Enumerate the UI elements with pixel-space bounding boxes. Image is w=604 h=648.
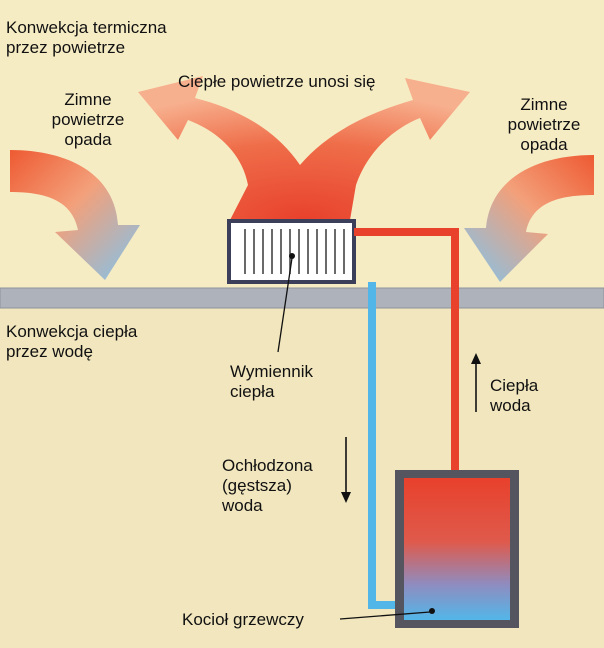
cooled-water-line-3: woda [222,496,263,515]
warm-water-up-arrow [471,353,481,412]
exchanger-pointer-line [277,257,293,353]
heat-exchanger-dot [289,253,295,259]
cold-air-right-line-2: powietrze [507,115,581,134]
heat-exchanger-fins [244,229,345,274]
cold-air-left-label: Zimne powietrze opada [28,90,148,150]
air-convection-label: Konwekcja termiczna przez powietrze [6,18,167,58]
heat-exchanger-label: Wymiennik ciepła [230,362,313,402]
floor-strip [0,287,604,309]
cold-air-arrow-left [10,150,140,280]
cooled-water-down-arrow [341,437,351,503]
cold-air-right-line-3: opada [520,135,568,154]
water-convection-label: Konwekcja ciepła przez wodę [6,322,137,362]
warm-air-rises-label: Ciepłe powietrze unosi się [178,72,376,91]
cooled-water-line-2: (gęstsza) [222,476,292,495]
boiler-dot [429,608,435,614]
boiler-pointer-line [339,611,431,620]
warm-air-arrows [138,76,470,220]
boiler-water [404,478,510,620]
cooled-water-label: Ochłodzona (gęstsza) woda [222,456,313,516]
water-convection-line-1: Konwekcja ciepła [6,322,138,341]
warm-water-line-1: Ciepła [490,376,539,395]
cold-air-right-label: Zimne powietrze opada [484,95,604,155]
cooled-water-line-1: Ochłodzona [222,456,313,475]
heat-exchanger-line-1: Wymiennik [230,362,313,381]
warm-water-line-2: woda [490,396,531,415]
boiler-label: Kocioł grzewczy [182,610,304,629]
heat-exchanger-line-2: ciepła [230,382,275,401]
cold-air-left-line-2: powietrze [51,110,125,129]
cold-air-right-line-1: Zimne [520,95,568,114]
heat-exchanger [227,219,356,284]
cold-air-left-line-1: Zimne [64,90,112,109]
air-convection-line-2: przez powietrze [6,38,126,57]
cold-water-pipe [368,282,400,609]
hot-water-pipe [354,228,459,478]
cold-air-left-line-3: opada [64,130,112,149]
water-convection-line-2: przez wodę [6,342,93,361]
air-convection-line-1: Konwekcja termiczna [6,18,167,37]
cold-air-arrow-right [464,155,594,282]
warm-water-label: Ciepła woda [490,376,538,416]
